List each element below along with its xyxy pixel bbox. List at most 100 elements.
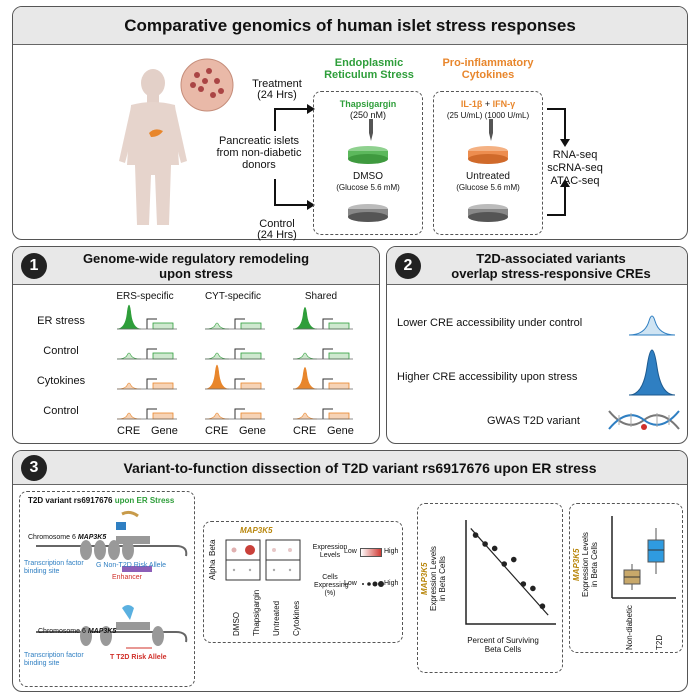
peak-r1-c0 (116, 352, 142, 360)
promoter-arrow-r2-c0 (146, 378, 157, 389)
scatter-point (501, 561, 508, 567)
scatter-point (472, 532, 479, 538)
branch-arrows (274, 104, 315, 210)
cyt-dish-icon (468, 119, 508, 164)
panel-1: Genome-wide regulatory remodeling upon s… (12, 246, 380, 444)
ers-dish-icon (348, 119, 388, 164)
panel-3-header: Variant-to-function dissection of T2D va… (13, 451, 687, 485)
gene-box-r0-c0 (152, 322, 174, 330)
scatter-box: MAP3K5 Expression Levels in Beta Cells P… (417, 503, 563, 673)
peak-r3-c1 (204, 412, 230, 420)
boxplot-box: MAP3K5 Expression Levels in Beta Cells N… (569, 503, 683, 653)
gene-box-r1-c0 (152, 352, 174, 360)
gene-box-r2-c1 (240, 382, 262, 390)
row-label-2: Cytokines (36, 375, 86, 387)
row-label-1: Control (43, 345, 79, 357)
promoter-arrow-r1-c1 (234, 348, 245, 359)
low-peak-icon (628, 315, 676, 336)
peak-r3-c0 (116, 412, 142, 420)
panel-3: Variant-to-function dissection of T2D va… (12, 450, 688, 692)
cytokine-dose-label: IL-1β + IFN-γ (25 U/mL) (1000 U/mL) (446, 99, 530, 120)
ers-condition-box (313, 91, 423, 235)
row-label-3: Control (43, 405, 79, 417)
cyt-title: Pro-inflammatory Cytokines (442, 57, 534, 81)
peak-r2-c2 (292, 367, 318, 390)
promoter-arrow-r1-c0 (146, 348, 157, 359)
scatter-point (510, 556, 517, 563)
control-label: Control (24 Hrs) (257, 218, 297, 241)
gene-box-r1-c1 (240, 352, 262, 360)
variant-mechanism-box: T2D variant rs6917676 upon ER Stress Chr… (19, 491, 195, 687)
cyt-condition-box (433, 91, 543, 235)
gene-box-r3-c1 (240, 412, 262, 420)
panel-1-number: 1 (21, 253, 47, 279)
scatter-axes (465, 520, 556, 625)
promoter-arrow-r1-c2 (322, 348, 333, 359)
panel-2: T2D-associated variants overlap stress-r… (386, 246, 688, 444)
gene-box-r2-c0 (152, 382, 174, 390)
scatter-point (482, 541, 488, 547)
gene-box-r3-c2 (328, 412, 350, 420)
assay-list: RNA-seq scRNA-seq ATAC-seq (547, 149, 603, 187)
footer-2-0: CRE (293, 425, 317, 437)
dotplot-grid (225, 539, 301, 581)
cells-expressing-legend-label: Cells Expressing (%) (314, 574, 349, 597)
gwas-variant-label: GWAS T2D variant (487, 415, 580, 427)
expression-gradient (360, 548, 382, 557)
panel-1-header: Genome-wide regulatory remodeling upon s… (13, 247, 379, 285)
scatter-point (539, 603, 546, 610)
scatter-point (491, 545, 498, 552)
footer-2-1: Gene (327, 425, 354, 437)
boxplot-group-labels: Non-diabetic T2D (624, 605, 664, 650)
islets-label: Pancreatic islets from non-diabetic dono… (216, 135, 302, 171)
panel-2-header: T2D-associated variants overlap stress-r… (387, 247, 687, 285)
lower-accessibility-label: Lower CRE accessibility under control (397, 317, 583, 329)
footer-0-1: Gene (151, 425, 178, 437)
gene-box-r0-c2 (328, 322, 350, 330)
treatment-label: Treatment (24 Hrs) (252, 78, 302, 101)
expression-legend-label: Expression Levels (312, 544, 348, 559)
panel-3-number: 3 (21, 455, 47, 481)
gene-box-r3-c0 (152, 412, 174, 420)
chromatin-closed-diagram (36, 605, 188, 649)
footer-0-0: CRE (117, 425, 141, 437)
variant-box-title: T2D variant rs6917676 upon ER Stress (28, 496, 175, 505)
overview-panel: Comparative genomics of human islet stre… (12, 6, 688, 241)
panel-1-peak-grid (116, 304, 353, 420)
dmso-label: DMSO (Glucose 5.6 mM) (336, 171, 400, 192)
boxplot-ylabel: MAP3K5 Expression Levels in Beta Cells (572, 532, 599, 598)
higher-accessibility-label: Higher CRE accessibility upon stress (397, 371, 578, 383)
promoter-arrow-r3-c0 (146, 408, 157, 419)
scatter-trendline (470, 528, 549, 616)
chromatin-open-diagram (36, 510, 188, 572)
chromosome-label-top: Chromosome 6 MAP3K5 (28, 534, 107, 541)
peak-r0-c0 (116, 304, 142, 330)
promoter-arrow-r2-c2 (322, 378, 333, 389)
panel-1-title: Genome-wide regulatory remodeling upon s… (82, 250, 310, 281)
promoter-arrow-r3-c1 (234, 408, 245, 419)
peak-r2-c1 (204, 364, 230, 390)
scatter-ylabel: MAP3K5 Expression Levels in Beta Cells (420, 546, 447, 612)
peak-r1-c2 (292, 352, 318, 360)
footer-1-1: Gene (239, 425, 266, 437)
untreated-dish-icon (468, 204, 508, 222)
column-header-1: CYT-specific (204, 291, 262, 302)
scatter-xlabel: Percent of Surviving Beta Cells (467, 636, 539, 654)
legend-low: Low (344, 548, 357, 555)
thapsigargin-label: Thapsigargin (250 nM) (339, 99, 397, 120)
risk-allele-label: T T2D Risk Allele (110, 654, 167, 661)
page-title: Comparative genomics of human islet stre… (124, 15, 576, 35)
dotplot-col-labels: DMSO Thapsigargin Untreated Cytokines (231, 589, 301, 636)
legend-high: High (384, 548, 399, 555)
legend-low-2: Low (344, 580, 357, 587)
peak-r1-c1 (204, 352, 230, 360)
dna-helix-icon (608, 410, 680, 430)
islet-cluster-icon (180, 58, 234, 112)
panel-3-title: Variant-to-function dissection of T2D va… (123, 459, 597, 476)
legend-high-2: High (384, 580, 399, 587)
scatter-point (530, 585, 536, 592)
peak-r0-c1 (204, 322, 230, 330)
peak-r0-c2 (292, 307, 318, 330)
